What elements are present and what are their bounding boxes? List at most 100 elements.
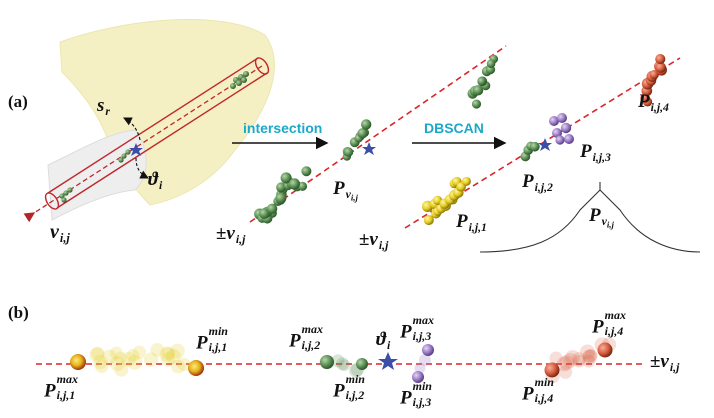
cylinder-cluster-far — [230, 71, 249, 89]
cloud-right-purple — [549, 113, 574, 145]
cylinder-edge-bottom — [56, 72, 268, 209]
cloud-middle-center-sphere — [343, 147, 354, 157]
label-b-p1-max-sub: i,j,1 — [56, 388, 76, 402]
cloud-right-yellow-sphere — [423, 215, 434, 226]
cylinder-cluster-mid — [118, 149, 131, 163]
cloud-b-red-sphere — [556, 356, 572, 372]
point-p3-max — [422, 344, 434, 356]
label-P-v-right-main: P — [589, 205, 601, 226]
cylinder-cluster-near — [59, 187, 73, 203]
point-p1-max — [70, 354, 86, 370]
label-b-p2-min-sup: min — [345, 372, 365, 386]
cloud-b-yellow-sphere — [159, 346, 175, 362]
cloud-right-green-sphere — [529, 141, 540, 152]
vertex-star-middle — [362, 142, 376, 155]
label-P-v-right: Pvi,j — [589, 206, 614, 230]
cloud-b-red-sphere — [582, 349, 596, 363]
label-v-ij: vi,j — [50, 222, 70, 245]
label-P-ij1: Pi,j,1 — [456, 212, 487, 234]
point-p4-min — [544, 362, 560, 378]
label-b-theta-sub: i — [387, 339, 391, 353]
label-b-p3-max-sup: max — [412, 313, 434, 327]
cloud-b-yellow-sphere — [150, 342, 165, 357]
label-P-ij2-main: P — [522, 171, 534, 192]
cloud-b-yellow-sphere — [89, 347, 105, 363]
point-p1-min — [188, 360, 204, 376]
line-middle — [249, 45, 507, 223]
vertex-star-right — [538, 138, 552, 151]
label-b-p3-min-main: P — [400, 387, 412, 409]
label-P-ij4-main: P — [638, 91, 650, 112]
label-b-p1-min-sub: i,j,1 — [208, 340, 228, 354]
cloud-right-purple-sphere — [557, 113, 567, 123]
cloud-b-red-sphere — [582, 349, 598, 364]
label-b-p4-max-main: P — [592, 316, 604, 338]
vertex-star-b — [378, 352, 398, 370]
cloud-middle-bottom-sphere — [275, 192, 287, 204]
label-b-p3-max-main: P — [400, 321, 412, 343]
cloud-b-green-sphere — [338, 359, 351, 372]
cloud-middle-top-sphere — [477, 76, 487, 86]
cloud-b-red-sphere — [579, 344, 595, 360]
point-p2-max — [320, 355, 334, 369]
cloud-middle-center — [342, 119, 372, 161]
cloud-b-red-sphere — [559, 355, 575, 371]
label-pm-v-middle-main: ±v — [216, 223, 235, 244]
cloud-b-yellow-sphere — [94, 359, 109, 374]
shaft-shape — [47, 129, 147, 221]
step-label-intersection: intersection — [243, 120, 323, 136]
label-pm-v-right-main: ±v — [359, 229, 378, 250]
label-P-v-middle-sub: vi,j — [345, 188, 358, 203]
label-P-v-middle-v: v — [345, 188, 351, 202]
cloud-middle-top-sphere — [471, 99, 482, 109]
cloud-right-red-sphere — [655, 62, 666, 73]
label-b-p3-min-sub: i,j,3 — [412, 395, 432, 409]
cloud-b-red-faded — [545, 337, 617, 384]
cloud-b-yellow-sphere — [161, 346, 175, 360]
label-b-p3-min-sup: min — [412, 379, 432, 393]
cloud-b-red-sphere — [572, 354, 586, 368]
label-b-p2-min-sub: i,j,2 — [345, 388, 365, 402]
cloud-b-green-sphere — [336, 357, 349, 371]
cloud-b-green-sphere — [331, 354, 345, 368]
cloud-b-yellow-sphere — [171, 359, 185, 374]
label-b-p4-max-sub: i,j,4 — [604, 324, 624, 338]
cloud-right-purple-sphere — [555, 135, 565, 145]
theta-arrow — [135, 157, 149, 179]
cloud-middle-top-sphere — [472, 85, 484, 96]
cloud-middle-bottom-sphere — [301, 166, 312, 177]
cloud-b-yellow-sphere — [132, 345, 147, 359]
point-p3-min — [412, 371, 424, 383]
label-v-main: v — [50, 221, 59, 243]
label-b-theta-main: ϑ — [376, 329, 387, 350]
cloud-b-yellow-sphere — [114, 362, 129, 377]
sr-arrow — [123, 117, 141, 141]
vertex-star-a — [129, 143, 143, 156]
cloud-middle-bottom-sphere — [280, 172, 292, 184]
label-P-ij3: Pi,j,3 — [580, 142, 611, 164]
cloud-middle-bottom-sphere — [298, 181, 308, 191]
label-b-pm-v: ±vi,j — [650, 352, 679, 374]
cloud-b-purple-sphere — [419, 354, 431, 366]
label-b-p1-max-main: P — [44, 380, 56, 402]
cloud-middle-center-sphere — [357, 128, 368, 139]
label-P-ij1-main: P — [456, 211, 468, 232]
cloud-b-yellow-sphere — [177, 357, 191, 372]
label-P-v-middle-ij: i,j — [350, 192, 358, 203]
label-P-ij2-sub: i,j,2 — [534, 181, 553, 195]
label-P-ij4-sub: i,j,4 — [650, 101, 669, 115]
label-b-p2-max-main: P — [289, 330, 301, 352]
label-P-ij2: Pi,j,2 — [522, 172, 553, 194]
cloud-b-yellow-sphere — [109, 346, 123, 360]
cloud-right-red-sphere — [655, 53, 666, 65]
label-b-p4-min-sub: i,j,4 — [534, 391, 554, 405]
cloud-b-yellow-sphere — [127, 355, 143, 370]
curly-brace — [479, 189, 701, 253]
label-P-v-middle: Pvi,j — [333, 179, 358, 203]
panel-label-b: (b) — [8, 303, 29, 322]
